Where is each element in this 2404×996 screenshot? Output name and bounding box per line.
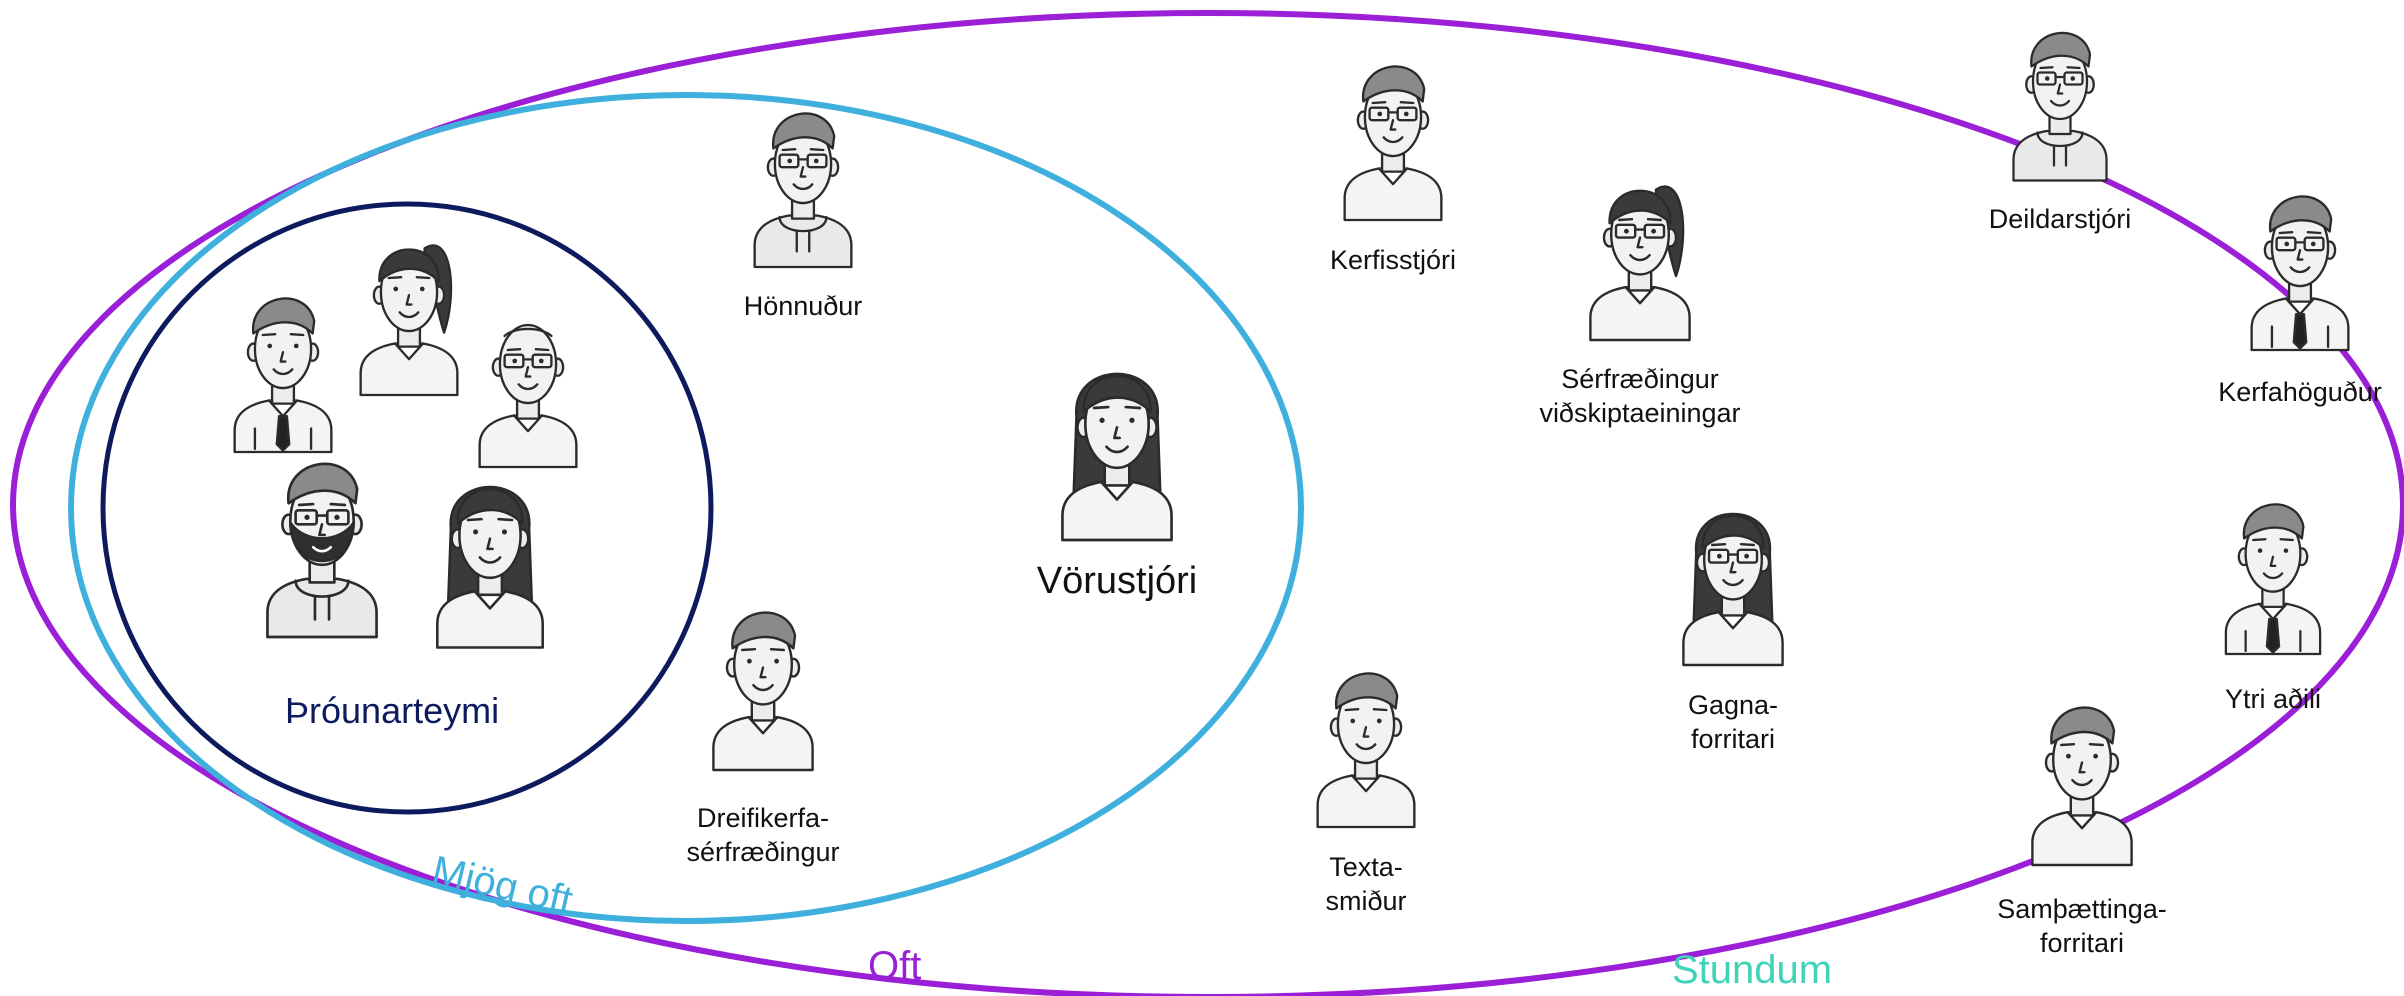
man-tie-avatar-icon xyxy=(233,297,333,454)
man-tie-avatar-icon xyxy=(2224,503,2322,656)
man-glasses-hoodie-avatar-icon xyxy=(2012,31,2108,182)
woman-ponytail-glasses-avatar-icon xyxy=(1589,185,1691,342)
role-label-external-party: Ytri aðili xyxy=(2224,684,2322,714)
role-label-copywriter: Texta- smiður xyxy=(1325,852,1407,916)
sometimes-label: Stundum xyxy=(1672,948,1833,992)
role-label-business-specialist: Sérfræðingur viðskiptaeiningar xyxy=(1539,364,1741,428)
woman-avatar-icon xyxy=(1061,372,1173,542)
very-often-ellipse xyxy=(68,92,1304,924)
man-avatar-icon xyxy=(1316,672,1416,829)
bearded-man-glasses-avatar-icon xyxy=(266,462,378,639)
role-label-data-programmer: Gagna- forritari xyxy=(1687,690,1779,754)
woman-long-hair-avatar-icon xyxy=(436,485,544,649)
role-label-system-architect: Kerfahöguður xyxy=(2218,377,2382,407)
man-glasses-avatar-icon xyxy=(1343,65,1443,222)
team-label: Þróunarteymi xyxy=(285,690,500,731)
team-circle xyxy=(100,201,714,815)
bald-man-glasses-avatar-icon xyxy=(478,323,578,469)
man-glasses-tie-avatar-icon xyxy=(2250,195,2350,352)
role-label-integration-programmer: Samþættinga- forritari xyxy=(1997,894,2167,958)
role-label-designer: Hönnuður xyxy=(743,291,863,321)
role-label-product-manager: Vörustjóri xyxy=(1036,560,1198,602)
often-label: Oft xyxy=(868,944,922,988)
curly-hair-man-avatar-icon xyxy=(712,611,814,772)
often-ellipse xyxy=(10,10,2404,996)
man-glasses-hoodie-avatar-icon xyxy=(753,112,853,269)
woman-ponytail-avatar-icon xyxy=(359,244,459,397)
role-label-devops-specialist: Dreifikerfa- sérfræðingur xyxy=(686,803,840,867)
man-avatar-icon xyxy=(2031,706,2133,867)
role-label-system-admin: Kerfisstjóri xyxy=(1329,245,1457,275)
woman-glasses-avatar-icon xyxy=(1682,512,1784,667)
role-label-department-head: Deildarstjóri xyxy=(1988,204,2132,234)
